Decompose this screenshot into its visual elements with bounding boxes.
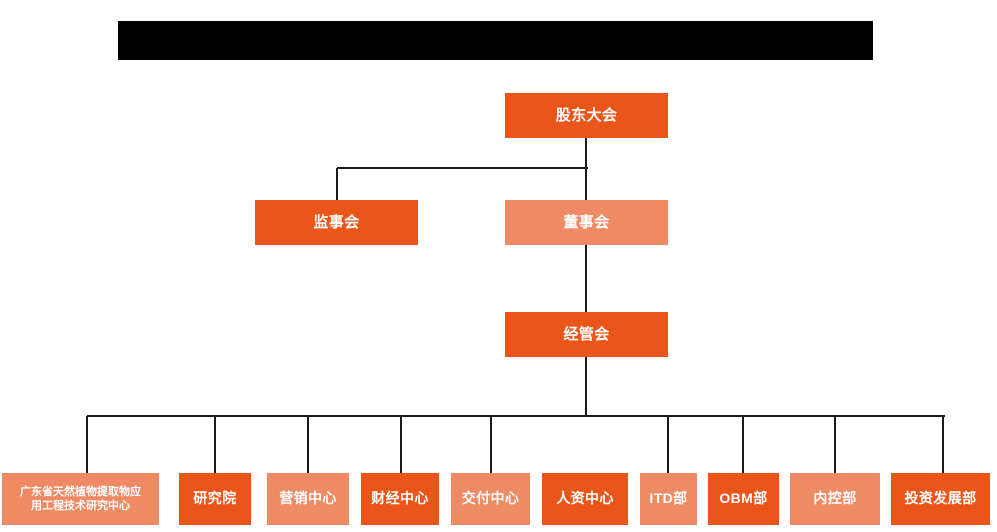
org-node-label-management-committee: 经管会 (563, 325, 610, 343)
org-node-label-internal-control-department: 内控部 (813, 490, 857, 507)
org-node-research-institute[interactable]: 研究院 (179, 473, 251, 525)
org-node-label-finance-center: 财经中心 (371, 490, 429, 507)
org-node-hr-center[interactable]: 人资中心 (542, 473, 628, 525)
org-node-label-guangdong-research-center: 广东省天然植物提取物应 用工程技术研究中心 (20, 485, 141, 512)
org-node-label-itd-department: ITD部 (649, 490, 688, 507)
org-node-shareholders-meeting[interactable]: 股东大会 (505, 93, 668, 138)
connector-level2-bus (337, 167, 588, 169)
org-node-marketing-center[interactable]: 营销中心 (267, 473, 349, 525)
connector-drop-obm (742, 416, 744, 473)
org-node-label-hr-center: 人资中心 (556, 490, 614, 507)
org-node-label-shareholders-meeting: 股东大会 (555, 106, 618, 124)
org-node-management-committee[interactable]: 经管会 (505, 312, 668, 357)
connector-drop-marketing (307, 416, 309, 473)
org-node-label-research-institute: 研究院 (193, 490, 237, 507)
org-node-internal-control-department[interactable]: 内控部 (790, 473, 880, 525)
redacted-title-bar (118, 21, 873, 60)
org-node-itd-department[interactable]: ITD部 (640, 473, 697, 525)
connector-drop-finance (400, 416, 402, 473)
connector-mgmt-stem-down (585, 357, 587, 417)
org-node-investment-development-department[interactable]: 投资发展部 (891, 473, 990, 525)
connector-drop-research-center (86, 416, 88, 473)
connector-drop-delivery (490, 416, 492, 473)
org-node-label-board-of-supervisors: 监事会 (313, 213, 360, 231)
org-node-label-delivery-center: 交付中心 (461, 490, 520, 507)
connector-drop-internal-control (834, 416, 836, 473)
connector-supervisors-drop (336, 168, 338, 200)
connector-drop-itd (667, 416, 669, 473)
org-node-delivery-center[interactable]: 交付中心 (451, 473, 530, 525)
org-node-finance-center[interactable]: 财经中心 (361, 473, 439, 525)
org-node-guangdong-research-center[interactable]: 广东省天然植物提取物应 用工程技术研究中心 (2, 473, 159, 525)
connector-drop-research-inst (214, 416, 216, 473)
connector-level4-bus (87, 415, 945, 417)
org-node-label-obm-department: OBM部 (719, 490, 768, 507)
connector-directors-drop (585, 168, 587, 200)
org-node-label-investment-development-department: 投资发展部 (904, 490, 977, 507)
org-node-label-marketing-center: 营销中心 (279, 490, 337, 507)
connector-drop-investment (942, 416, 944, 473)
org-node-board-of-supervisors[interactable]: 监事会 (255, 200, 418, 245)
org-node-obm-department[interactable]: OBM部 (708, 473, 779, 525)
org-node-board-of-directors[interactable]: 董事会 (505, 200, 668, 245)
connector-directors-to-mgmt (585, 245, 587, 312)
org-node-label-board-of-directors: 董事会 (563, 213, 610, 231)
